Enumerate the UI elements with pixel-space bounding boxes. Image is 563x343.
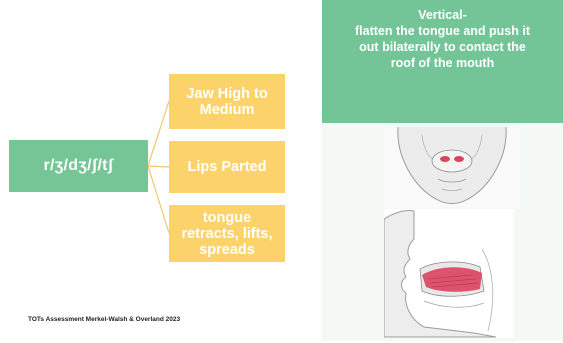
face-side-tongue-icon (384, 209, 514, 338)
connector-jaw (148, 101, 169, 166)
connector-tongue (148, 166, 169, 233)
lip-position-box: Lips Parted (169, 141, 285, 193)
face-front-tongue-icon (384, 127, 520, 207)
citation-text: TOTs Assessment Merkel-Walsh & Overland … (28, 316, 180, 323)
instruction-line-3: out bilaterally to contact the (322, 39, 563, 55)
jaw-position-label: Jaw High to Medium (173, 86, 281, 118)
instruction-header: Vertical- flatten the tongue and push it… (322, 0, 563, 123)
instruction-line-4: roof of the mouth (322, 55, 563, 71)
instruction-line-1: Vertical- (322, 7, 563, 23)
tongue-position-box: tongue retracts, lifts, spreads (169, 205, 285, 262)
jaw-position-box: Jaw High to Medium (169, 74, 285, 129)
instruction-line-2: flatten the tongue and push it (322, 23, 563, 39)
sound-group-box: r/ʒ/dʒ/ʃ/tʃ (9, 140, 148, 192)
sound-group-label: r/ʒ/dʒ/ʃ/tʃ (44, 157, 114, 175)
lip-position-label: Lips Parted (188, 159, 267, 175)
connector-lips (148, 166, 169, 167)
tongue-position-label: tongue retracts, lifts, spreads (173, 210, 281, 258)
